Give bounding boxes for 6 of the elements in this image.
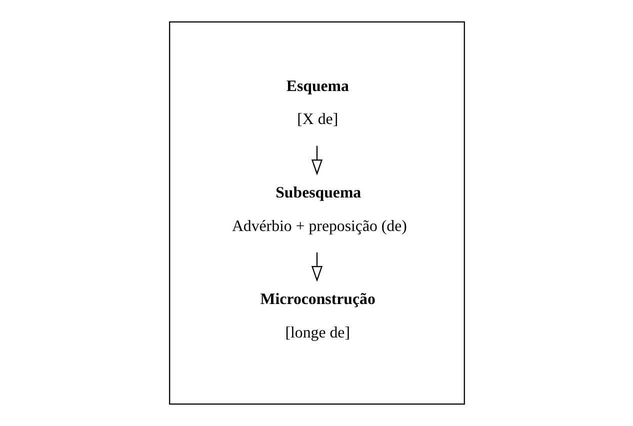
arrow [310,146,322,176]
node-text: Microconstrução [longe de] [260,290,375,342]
node-text: Subesquema Advérbio + preposição (de) [231,184,406,235]
arrow [310,252,322,282]
node-text: Esquema [X de] [286,78,348,128]
cluster [168,21,464,405]
